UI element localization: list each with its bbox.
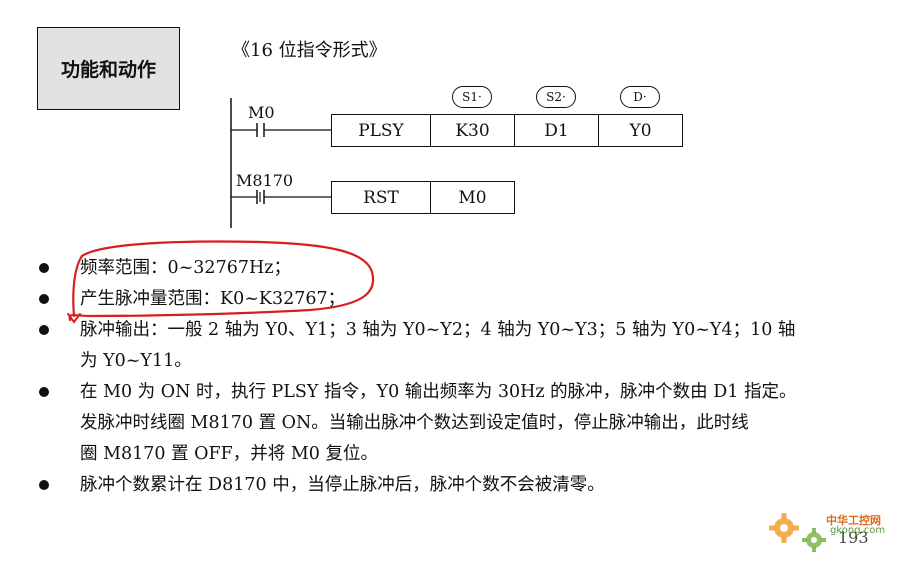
bullet-line: 发脉冲时线圈 M8170 置 ON。当输出脉冲个数达到设定值时，停止脉冲输出，此…	[80, 413, 749, 433]
operand-s2: D1	[514, 114, 599, 147]
bullet-dot	[39, 294, 49, 304]
bullet-dot	[39, 480, 49, 490]
instruction-plsy: PLSY	[331, 114, 431, 147]
bullet-dot	[39, 263, 49, 273]
bullet-line: 脉冲输出：一般 2 轴为 Y0、Y1；3 轴为 Y0~Y2；4 轴为 Y0~Y3…	[80, 320, 796, 340]
bullet-dot	[39, 387, 49, 397]
operand-d: Y0	[598, 114, 683, 147]
bullet-pulse-output: 脉冲输出：一般 2 轴为 Y0、Y1；3 轴为 Y0~Y2；4 轴为 Y0~Y3…	[36, 315, 876, 377]
watermark-brand: 中华工控网	[826, 514, 881, 527]
ladder-lines	[230, 98, 331, 228]
contact-label-m0: M0	[248, 103, 275, 122]
bullet-list: 频率范围：0~32767Hz； 产生脉冲量范围：K0~K32767； 脉冲输出：…	[36, 253, 876, 501]
bullet-dot	[39, 325, 49, 335]
bullet-pulse-count-range: 产生脉冲量范围：K0~K32767；	[36, 284, 876, 315]
bullet-line: 频率范围：0~32767Hz；	[80, 258, 291, 278]
contact-label-m8170: M8170	[236, 171, 294, 190]
operand-s1: K30	[430, 114, 515, 147]
bullet-line: 脉冲个数累计在 D8170 中，当停止脉冲后，脉冲个数不会被清零。	[80, 475, 605, 495]
bullet-line: 在 M0 为 ON 时，执行 PLSY 指令，Y0 输出频率为 30Hz 的脉冲…	[80, 382, 797, 402]
ladder-diagram: M0 M8170 PLSY K30 D1 Y0 S1· S2· D· RST M…	[0, 0, 906, 240]
bullet-line: 圈 M8170 置 OFF，并将 M0 复位。	[80, 444, 378, 464]
highlight-annotation	[67, 240, 375, 324]
watermark-gear-icon	[769, 513, 826, 552]
bullet-operation: 在 M0 为 ON 时，执行 PLSY 指令，Y0 输出频率为 30Hz 的脉冲…	[36, 377, 876, 470]
instruction-rst: RST	[331, 181, 431, 214]
bullet-accumulation: 脉冲个数累计在 D8170 中，当停止脉冲后，脉冲个数不会被清零。	[36, 470, 876, 501]
bullet-line: 为 Y0~Y11。	[80, 351, 192, 371]
section-title-box: 功能和动作	[37, 27, 180, 110]
bullet-frequency-range: 频率范围：0~32767Hz；	[36, 253, 876, 284]
operand-tag-s1: S1·	[452, 86, 492, 108]
operand-tag-d: D·	[620, 86, 660, 108]
page-number: 193	[838, 528, 869, 547]
watermark-site: gkong.com	[830, 525, 886, 536]
operand-tag-s2: S2·	[536, 86, 576, 108]
bullet-line: 产生脉冲量范围：K0~K32767；	[80, 289, 346, 309]
section-title: 功能和动作	[60, 59, 156, 81]
format-label: 《16 位指令形式》	[232, 40, 387, 61]
operand-rst: M0	[430, 181, 515, 214]
